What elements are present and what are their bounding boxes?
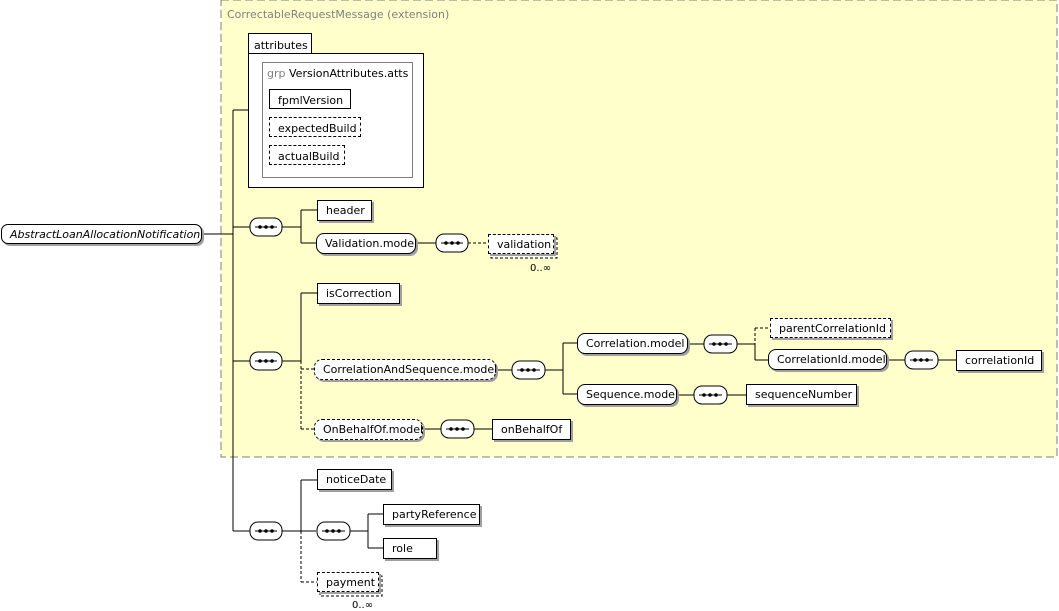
sequence-compositor xyxy=(249,521,283,541)
attribute-expectedbuild[interactable]: expectedBuild xyxy=(269,117,361,137)
group-sequence-model[interactable]: Sequence.model xyxy=(577,384,678,405)
element-iscorrection[interactable]: isCorrection xyxy=(317,283,400,304)
occurrence-label: 0..∞ xyxy=(530,263,552,274)
attribute-actualbuild[interactable]: actualBuild xyxy=(269,145,345,165)
element-role[interactable]: role xyxy=(383,538,437,559)
element-sequencenumber[interactable]: sequenceNumber xyxy=(746,384,857,405)
root-element[interactable]: AbstractLoanAllocationNotification xyxy=(1,224,202,244)
group-validation-model[interactable]: Validation.model xyxy=(316,233,417,254)
sequence-compositor xyxy=(435,233,469,253)
sequence-compositor xyxy=(316,521,351,541)
sequence-compositor xyxy=(693,385,728,405)
sequence-compositor xyxy=(703,334,738,354)
sequence-compositor xyxy=(440,419,475,439)
group-name: VersionAttributes.atts xyxy=(289,67,409,80)
group-keyword: grp xyxy=(267,67,286,80)
group-correlation-model[interactable]: Correlation.model xyxy=(577,333,688,354)
element-partyreference[interactable]: partyReference xyxy=(383,504,480,525)
extension-label: CorrectableRequestMessage (extension) xyxy=(227,8,450,21)
element-header[interactable]: header xyxy=(317,200,372,221)
occurrence-label: 0..∞ xyxy=(352,600,374,611)
element-payment[interactable]: payment xyxy=(317,572,379,592)
attribute-fpmlversion[interactable]: fpmlVersion xyxy=(269,89,351,109)
sequence-compositor xyxy=(511,360,546,380)
element-onbehalfof[interactable]: onBehalfOf xyxy=(492,419,571,440)
attributes-tab[interactable]: attributes xyxy=(248,33,312,54)
element-correlationid[interactable]: correlationId xyxy=(956,350,1042,371)
group-correlationid-model[interactable]: CorrelationId.model xyxy=(768,349,887,370)
element-validation[interactable]: validation xyxy=(488,234,554,254)
element-noticedate[interactable]: noticeDate xyxy=(317,469,392,490)
sequence-compositor xyxy=(249,351,283,371)
group-correlationandsequence-model[interactable]: CorrelationAndSequence.model xyxy=(314,359,497,380)
sequence-compositor xyxy=(904,350,939,370)
sequence-compositor xyxy=(249,217,283,237)
element-parentcorrelationid[interactable]: parentCorrelationId xyxy=(770,318,891,338)
attribute-group-title: grp VersionAttributes.atts xyxy=(267,67,408,80)
group-onbehalfof-model[interactable]: OnBehalfOf.model xyxy=(314,419,423,440)
connector-lines xyxy=(202,109,956,583)
